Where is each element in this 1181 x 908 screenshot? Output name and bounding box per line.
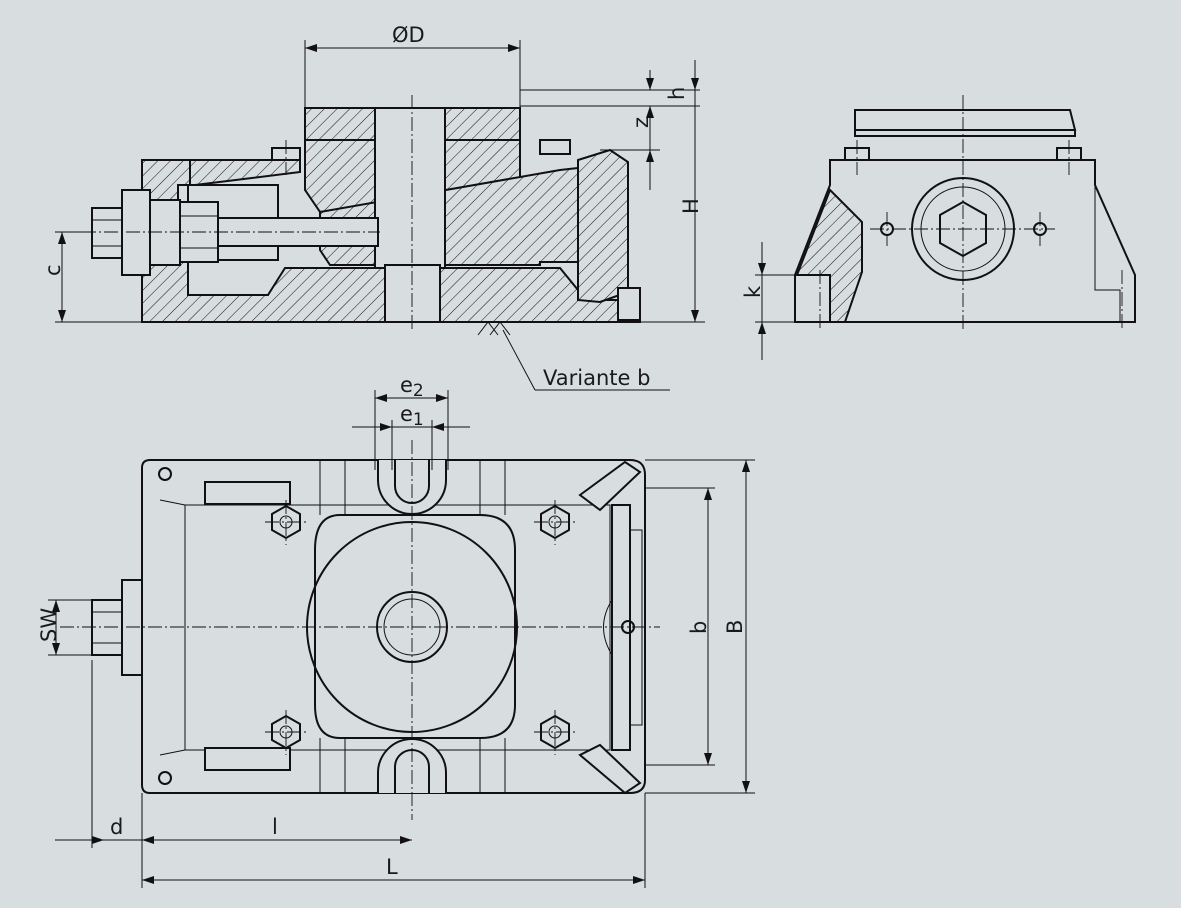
plan-center-pad — [314, 514, 516, 739]
side-section-view — [60, 95, 670, 391]
label-c: c — [41, 264, 65, 276]
end-view — [794, 95, 1136, 330]
side-view-dimensions: ØD h z H c Variante b — [41, 23, 705, 390]
label-k: k — [741, 285, 765, 298]
top-cover — [189, 159, 301, 186]
bottom-screw — [617, 287, 641, 321]
label-d: d — [110, 815, 123, 839]
label-L: L — [386, 855, 398, 879]
plan-spindle-nut — [91, 599, 123, 656]
plan-view — [60, 440, 660, 820]
label-variante-b: Variante b — [543, 366, 650, 390]
label-l: l — [272, 815, 278, 839]
label-SW: SW — [37, 608, 61, 642]
screw-head-2 — [539, 139, 571, 155]
lower-bore — [384, 264, 441, 323]
right-housing — [577, 148, 629, 304]
label-diameter-D: ØD — [392, 23, 425, 47]
label-b: b — [687, 621, 711, 634]
label-H: H — [679, 198, 703, 214]
label-h: h — [665, 87, 689, 100]
label-z: z — [629, 117, 653, 128]
end-hatch-left — [795, 188, 863, 323]
flange-left — [121, 189, 151, 276]
label-B: B — [723, 620, 747, 634]
label-e1: e1 — [400, 402, 424, 430]
label-e2: e2 — [400, 373, 424, 401]
end-top-plate — [854, 109, 1077, 131]
plan-view-dimensions: e2 e1 SW b B d — [37, 373, 755, 888]
center-bore — [374, 107, 446, 269]
end-view-dimensions: k — [741, 242, 800, 360]
end-body — [794, 159, 1136, 323]
hex-nut-left — [91, 207, 123, 259]
